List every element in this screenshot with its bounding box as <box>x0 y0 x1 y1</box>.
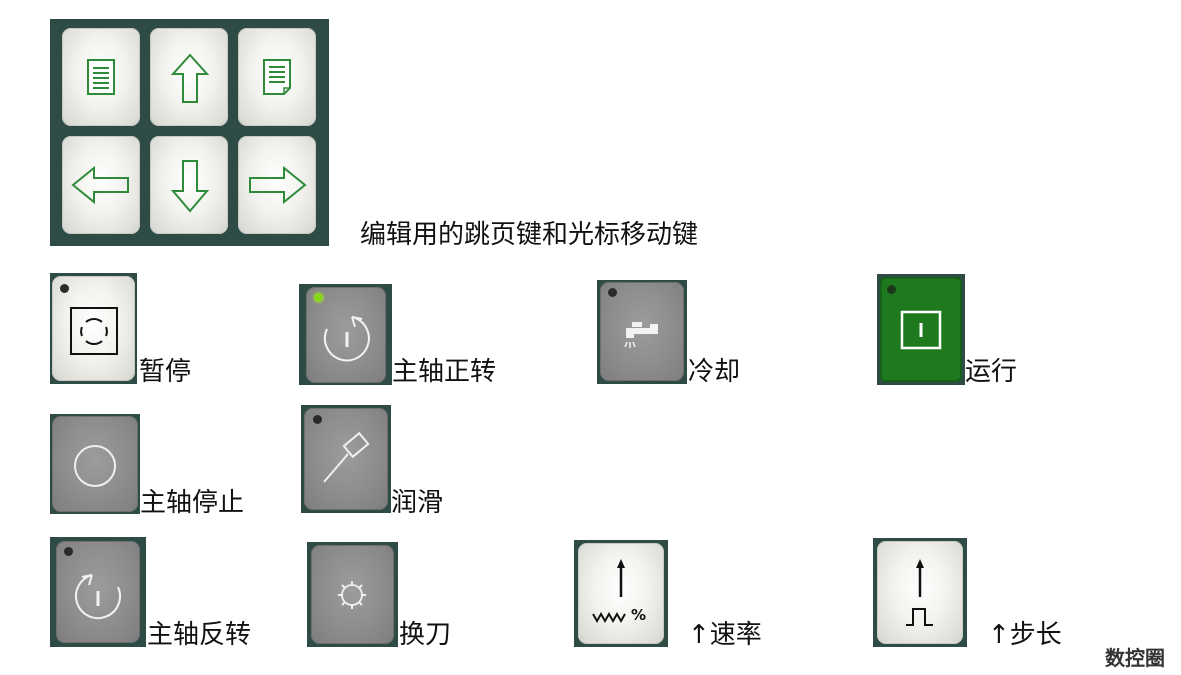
lubrication-led <box>313 415 322 424</box>
run-icon <box>900 310 942 350</box>
step-pulse-icon <box>905 606 935 628</box>
spindle-forward-led <box>314 293 323 302</box>
coolant-label: 冷却 <box>688 357 741 387</box>
tool-change-key[interactable] <box>311 545 394 644</box>
arrow-up-icon <box>170 52 210 106</box>
lubrication-key[interactable] <box>304 408 388 510</box>
cursor-left-key[interactable] <box>62 136 140 234</box>
arrow-left-icon <box>70 165 132 205</box>
rate-label: ↑速率 <box>688 620 762 650</box>
step-key[interactable] <box>877 541 963 644</box>
spindle-stop-key[interactable] <box>52 416 138 512</box>
rate-key[interactable]: % <box>578 543 664 644</box>
rotate-clockwise-icon <box>317 307 377 367</box>
spindle-forward-key[interactable] <box>306 287 386 383</box>
wave-icon <box>592 610 632 624</box>
lubrication-label: 润滑 <box>391 488 444 518</box>
cursor-down-key[interactable] <box>150 136 228 234</box>
cursor-up-key[interactable] <box>150 28 228 126</box>
tool-change-label: 换刀 <box>399 620 452 650</box>
coolant-led <box>608 288 617 297</box>
arrow-up-icon <box>616 559 626 599</box>
step-label: ↑步长 <box>988 620 1062 650</box>
page-up-icon <box>80 56 122 98</box>
run-led <box>887 285 896 294</box>
run-key[interactable] <box>880 277 962 382</box>
spindle-stop-label: 主轴停止 <box>140 488 245 518</box>
arrow-down-icon <box>170 158 210 214</box>
rate-percent-sign: % <box>631 606 647 624</box>
pause-led <box>60 284 69 293</box>
page-up-key[interactable] <box>62 28 140 126</box>
lubrication-icon <box>318 430 378 490</box>
spindle-reverse-label: 主轴反转 <box>147 620 252 650</box>
pause-icon <box>69 306 119 356</box>
spindle-forward-label: 主轴正转 <box>392 357 497 387</box>
spindle-reverse-key[interactable] <box>56 541 140 643</box>
faucet-icon <box>620 320 666 350</box>
run-label: 运行 <box>965 357 1018 387</box>
tool-change-icon <box>335 578 369 612</box>
coolant-key[interactable] <box>600 282 684 381</box>
spindle-reverse-led <box>64 547 73 556</box>
rotate-counterclockwise-icon <box>66 565 128 627</box>
pause-label: 暂停 <box>139 357 192 387</box>
cursor-right-key[interactable] <box>238 136 316 234</box>
arrow-right-icon <box>246 165 308 205</box>
pause-key[interactable] <box>52 276 135 381</box>
navigation-keys-caption: 编辑用的跳页键和光标移动键 <box>360 220 699 250</box>
page-down-icon <box>256 56 298 98</box>
watermark: 数控圈 <box>1105 646 1165 670</box>
page-down-key[interactable] <box>238 28 316 126</box>
arrow-up-icon <box>915 559 925 599</box>
circle-icon <box>68 441 122 491</box>
